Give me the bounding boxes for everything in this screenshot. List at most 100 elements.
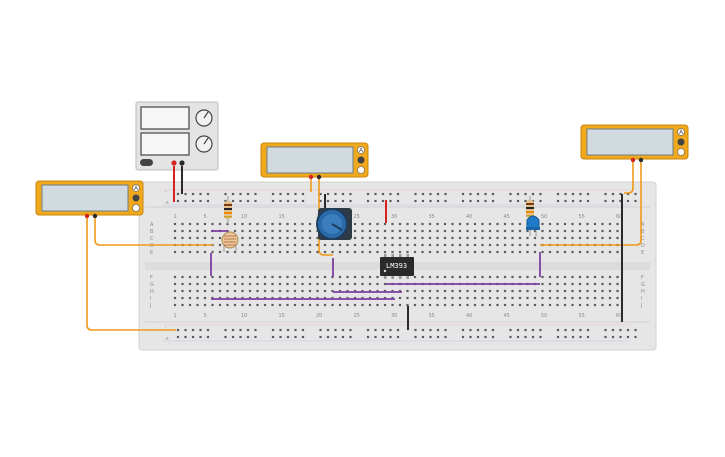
- terminal-hole[interactable]: [271, 229, 274, 233]
- terminal-hole[interactable]: [466, 296, 469, 300]
- terminal-hole[interactable]: [173, 282, 177, 286]
- rail-hole[interactable]: [326, 335, 330, 339]
- terminal-hole[interactable]: [451, 296, 454, 300]
- rail-hole[interactable]: [414, 199, 417, 203]
- terminal-hole[interactable]: [466, 289, 469, 293]
- terminal-hole[interactable]: [301, 296, 304, 300]
- terminal-hole[interactable]: [241, 229, 244, 233]
- terminal-hole[interactable]: [608, 250, 612, 254]
- rail-hole[interactable]: [176, 328, 180, 332]
- terminal-hole[interactable]: [286, 289, 289, 293]
- wire-orange-mid-meter-2[interactable]: [318, 176, 333, 256]
- terminal-hole[interactable]: [278, 296, 282, 300]
- terminal-hole[interactable]: [203, 296, 207, 300]
- terminal-hole[interactable]: [488, 236, 492, 240]
- terminal-hole[interactable]: [593, 303, 597, 307]
- terminal-hole[interactable]: [271, 296, 274, 300]
- terminal-hole[interactable]: [578, 229, 582, 233]
- rail-hole[interactable]: [634, 199, 637, 203]
- terminal-hole[interactable]: [511, 236, 514, 240]
- terminal-hole[interactable]: [376, 282, 379, 286]
- terminal-hole[interactable]: [233, 250, 237, 254]
- rail-hole[interactable]: [586, 199, 590, 203]
- terminal-hole[interactable]: [398, 250, 402, 254]
- rail-hole[interactable]: [279, 192, 282, 196]
- terminal-hole[interactable]: [391, 303, 394, 307]
- terminal-hole[interactable]: [436, 236, 439, 240]
- terminal-hole[interactable]: [548, 289, 552, 293]
- terminal-hole[interactable]: [601, 275, 604, 279]
- rail-hole[interactable]: [476, 328, 480, 332]
- terminal-hole[interactable]: [511, 296, 514, 300]
- terminal-hole[interactable]: [353, 289, 357, 293]
- terminal-hole[interactable]: [376, 229, 379, 233]
- terminal-hole[interactable]: [181, 282, 184, 286]
- terminal-hole[interactable]: [263, 250, 267, 254]
- rail-hole[interactable]: [619, 199, 622, 203]
- terminal-hole[interactable]: [518, 289, 522, 293]
- terminal-hole[interactable]: [503, 243, 507, 247]
- terminal-hole[interactable]: [301, 289, 304, 293]
- rail-hole[interactable]: [199, 192, 202, 196]
- terminal-hole[interactable]: [616, 275, 619, 279]
- rail-hole[interactable]: [319, 328, 322, 332]
- terminal-hole[interactable]: [293, 303, 297, 307]
- resistor-left[interactable]: [224, 196, 232, 224]
- rail-hole[interactable]: [611, 192, 615, 196]
- rail-hole[interactable]: [634, 335, 637, 339]
- multimeter-right[interactable]: A: [580, 124, 689, 163]
- terminal-hole[interactable]: [443, 303, 447, 307]
- multimeter-left-button-ohm[interactable]: [132, 204, 140, 212]
- terminal-hole[interactable]: [511, 250, 514, 254]
- terminal-hole[interactable]: [346, 275, 349, 279]
- rail-hole[interactable]: [381, 199, 385, 203]
- terminal-hole[interactable]: [173, 275, 177, 279]
- terminal-hole[interactable]: [563, 303, 567, 307]
- terminal-hole[interactable]: [211, 289, 214, 293]
- terminal-hole[interactable]: [458, 289, 462, 293]
- terminal-hole[interactable]: [608, 236, 612, 240]
- terminal-hole[interactable]: [443, 296, 447, 300]
- terminal-hole[interactable]: [376, 243, 379, 247]
- terminal-hole[interactable]: [293, 243, 297, 247]
- rail-hole[interactable]: [421, 328, 425, 332]
- terminal-hole[interactable]: [278, 282, 282, 286]
- rail-hole[interactable]: [349, 199, 352, 203]
- rail-hole[interactable]: [271, 199, 275, 203]
- terminal-hole[interactable]: [556, 296, 559, 300]
- rail-hole[interactable]: [539, 199, 542, 203]
- terminal-hole[interactable]: [331, 303, 334, 307]
- terminal-hole[interactable]: [376, 296, 379, 300]
- terminal-hole[interactable]: [436, 275, 439, 279]
- terminal-hole[interactable]: [353, 222, 357, 226]
- terminal-hole[interactable]: [391, 250, 394, 254]
- terminal-hole[interactable]: [496, 275, 499, 279]
- rail-hole[interactable]: [476, 192, 480, 196]
- rail-hole[interactable]: [334, 335, 337, 339]
- terminal-hole[interactable]: [368, 275, 372, 279]
- terminal-hole[interactable]: [616, 296, 619, 300]
- terminal-hole[interactable]: [458, 250, 462, 254]
- terminal-hole[interactable]: [616, 250, 619, 254]
- rail-hole[interactable]: [231, 192, 235, 196]
- terminal-hole[interactable]: [496, 236, 499, 240]
- rail-hole[interactable]: [319, 199, 322, 203]
- rail-hole[interactable]: [571, 199, 575, 203]
- rail-hole[interactable]: [556, 192, 560, 196]
- terminal-hole[interactable]: [301, 282, 304, 286]
- terminal-hole[interactable]: [578, 236, 582, 240]
- terminal-hole[interactable]: [301, 236, 304, 240]
- terminal-hole[interactable]: [578, 289, 582, 293]
- rail-hole[interactable]: [366, 335, 370, 339]
- terminal-hole[interactable]: [241, 289, 244, 293]
- terminal-hole[interactable]: [241, 275, 244, 279]
- terminal-hole[interactable]: [218, 289, 222, 293]
- terminal-hole[interactable]: [346, 303, 349, 307]
- terminal-hole[interactable]: [233, 229, 237, 233]
- positive-terminal[interactable]: [171, 160, 177, 166]
- rail-hole[interactable]: [619, 192, 622, 196]
- rail-hole[interactable]: [579, 328, 582, 332]
- terminal-hole[interactable]: [616, 303, 619, 307]
- rail-hole[interactable]: [206, 335, 210, 339]
- terminal-hole[interactable]: [211, 282, 214, 286]
